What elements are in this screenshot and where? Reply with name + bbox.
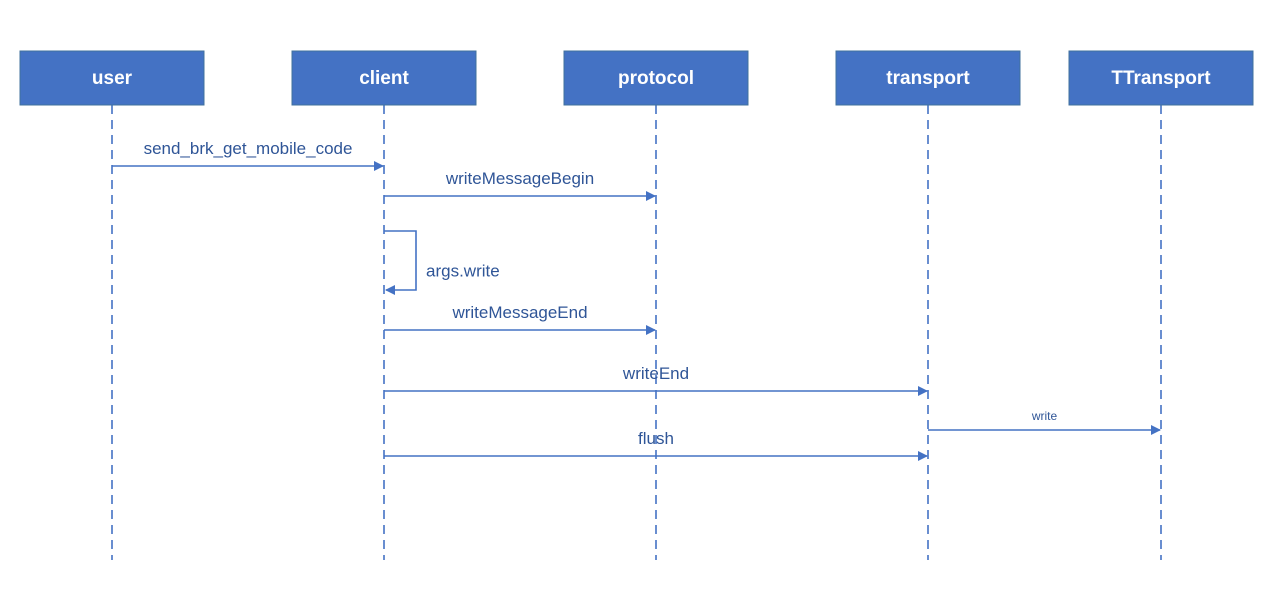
actor-label: protocol: [618, 68, 694, 89]
actor-label: TTransport: [1111, 68, 1211, 89]
actor-box: [1068, 50, 1254, 106]
actor-box: [835, 50, 1021, 106]
actor-label: transport: [886, 68, 970, 89]
message-args-write[interactable]: args.write: [384, 230, 500, 295]
lifelines: [111, 105, 1162, 560]
actor-box: [291, 50, 477, 106]
actor-protocol[interactable]: protocol: [563, 50, 749, 106]
message-label: write: [1031, 409, 1058, 423]
messages: send_brk_get_mobile_code writeMessageBegi…: [112, 139, 1161, 461]
actor-box: [563, 50, 749, 106]
message-label: send_brk_get_mobile_code: [144, 139, 353, 158]
message-write-message-begin[interactable]: writeMessageBegin: [384, 169, 656, 201]
message-write[interactable]: write: [928, 409, 1161, 435]
actor-box: [19, 50, 205, 106]
message-write-message-end[interactable]: writeMessageEnd: [384, 303, 656, 335]
actor-label: client: [359, 68, 409, 89]
message-label: writeMessageEnd: [451, 303, 587, 322]
message-write-end[interactable]: writeEnd: [384, 364, 928, 396]
message-label: flush: [638, 429, 674, 448]
actors: user client protocol transport TTransport: [19, 50, 1254, 106]
message-flush[interactable]: flush: [384, 429, 928, 461]
actor-user[interactable]: user: [19, 50, 205, 106]
actor-client[interactable]: client: [291, 50, 477, 106]
message-label: args.write: [426, 262, 500, 281]
actor-transport[interactable]: transport: [835, 50, 1021, 106]
actor-ttransport[interactable]: TTransport: [1068, 50, 1254, 106]
self-message-arrow: [384, 230, 417, 295]
message-label: writeEnd: [622, 364, 689, 383]
actor-label: user: [92, 68, 133, 89]
message-send-brk-get-mobile-code[interactable]: send_brk_get_mobile_code: [112, 139, 384, 171]
message-label: writeMessageBegin: [445, 169, 594, 188]
